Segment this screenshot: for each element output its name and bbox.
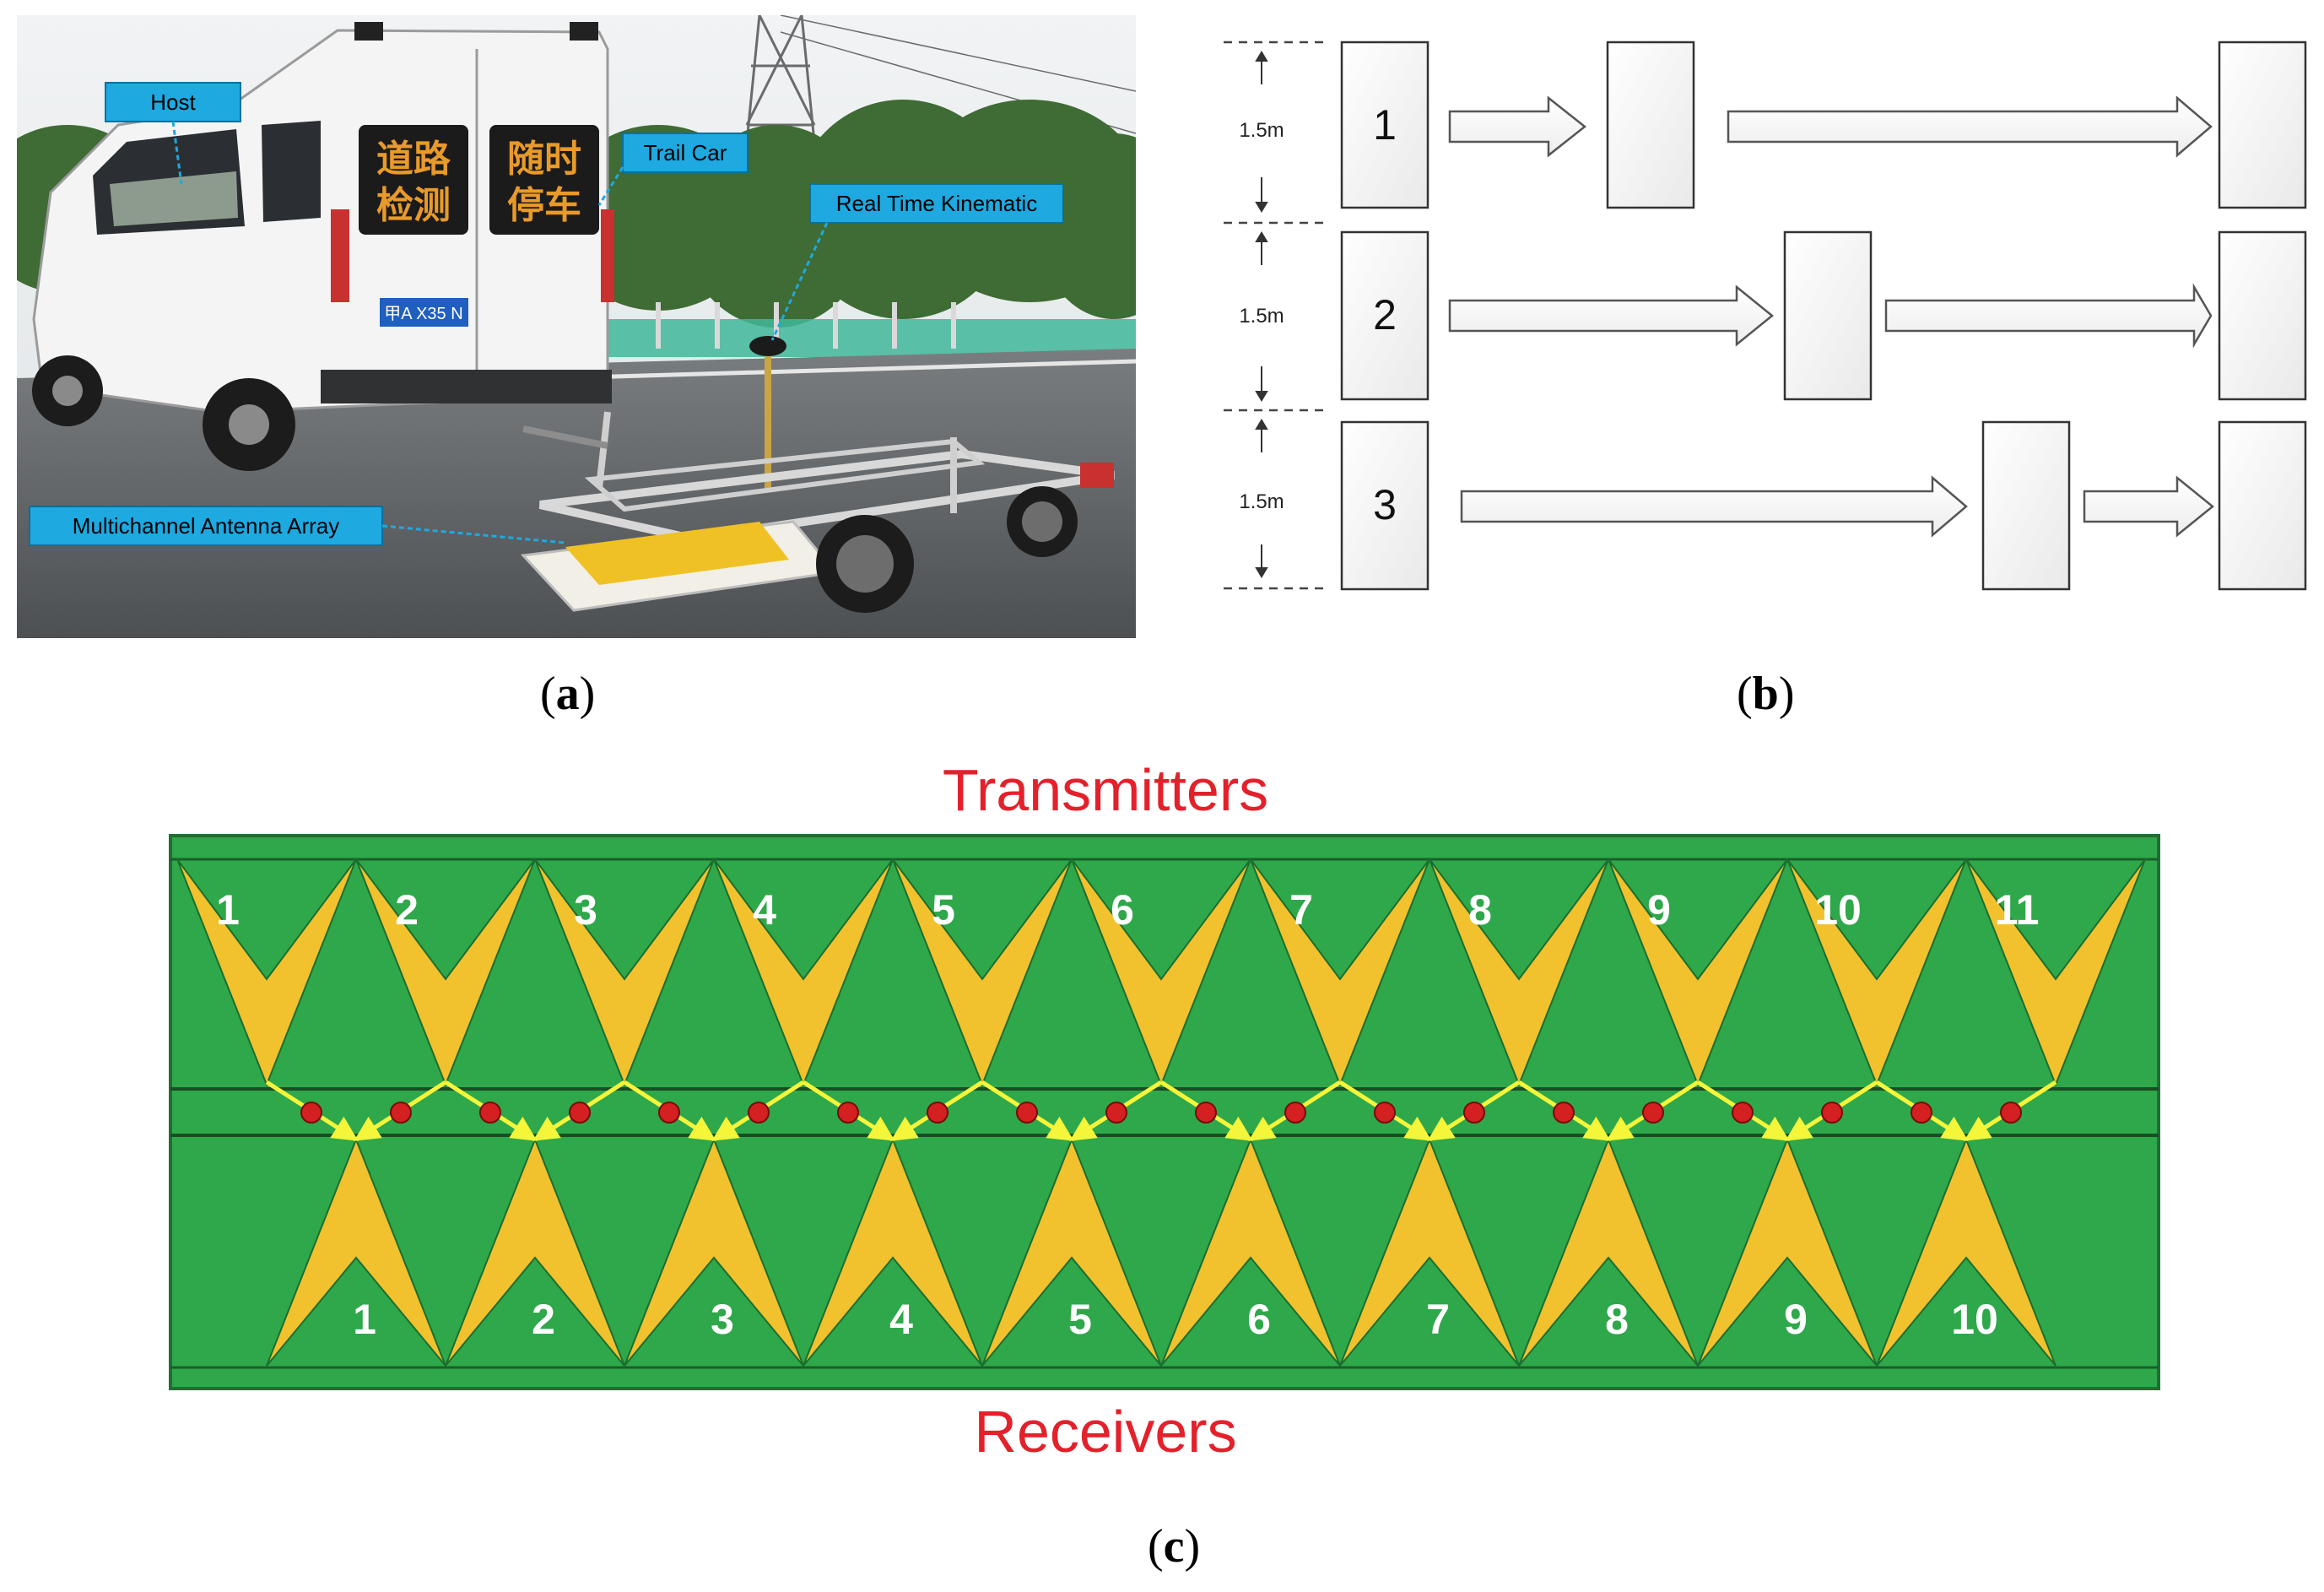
midpoint-node — [2000, 1102, 2022, 1124]
midpoint-node — [837, 1102, 859, 1124]
midpoint-node — [300, 1102, 322, 1124]
row-3-number: 3 — [1373, 481, 1397, 528]
van: 道路 检测 随时 停车 甲A X35 N — [32, 22, 614, 471]
midpoint-node — [1821, 1102, 1843, 1124]
row-3-mid-box — [1981, 420, 2071, 591]
midpoint-node — [479, 1102, 501, 1124]
row-2-end-box — [2218, 230, 2307, 401]
callout-host: Host — [105, 82, 241, 185]
transmitter-label: 8 — [1468, 886, 1492, 934]
panel-a-photo: 道路 检测 随时 停车 甲A X35 N — [17, 15, 1136, 638]
van-sign-left — [359, 125, 468, 235]
midpoint-node — [1195, 1102, 1217, 1124]
receiver-label: 9 — [1784, 1296, 1808, 1343]
signal-paths — [265, 1080, 2057, 1142]
row-1-number: 1 — [1373, 101, 1397, 149]
callout-trail-car: Trail Car — [597, 133, 749, 206]
sign-text: 停车 — [507, 185, 581, 226]
callout-antenna-label: Multichannel Antenna Array — [73, 513, 340, 539]
lane-scan-diagram: 1.5m 1.5m 1.5m 1 2 3 — [1224, 41, 2307, 591]
receiver-label: 10 — [1951, 1296, 1998, 1343]
receivers-title: Receivers — [974, 1399, 1236, 1465]
panel-b-diagram: 1.5m 1.5m 1.5m 1 2 3 — [1215, 25, 2312, 616]
midpoint-node — [1374, 1102, 1396, 1124]
transmitter-label: 1 — [216, 886, 240, 934]
callout-rtk-label: Real Time Kinematic — [836, 191, 1037, 216]
panel-c-label: (c) — [1148, 1520, 1201, 1573]
power-tower — [741, 15, 1136, 185]
sign-text: 道路 — [376, 138, 451, 180]
row-2-number: 2 — [1373, 291, 1397, 338]
transmitter-label: 5 — [932, 886, 955, 934]
license-plate — [380, 298, 468, 327]
survey-vehicle-photo: 道路 检测 随时 停车 甲A X35 N — [17, 15, 1136, 638]
row-3-end-box — [2218, 420, 2307, 591]
transmitter-label: 4 — [753, 886, 776, 934]
transmitter-antenna — [1965, 858, 2146, 1087]
receiver-label: 1 — [353, 1296, 376, 1343]
midpoint-node — [658, 1102, 680, 1124]
van-sign-right — [489, 125, 599, 235]
lane-boxes — [1340, 41, 2307, 591]
row-1-spacing: 1.5m — [1239, 119, 1284, 142]
receiver-label: 6 — [1247, 1296, 1271, 1343]
midpoint-node — [927, 1102, 949, 1124]
panel-b-label: (b) — [1737, 668, 1795, 720]
transmitter-label: 11 — [1995, 886, 2040, 934]
sign-text: 随时 — [507, 138, 581, 180]
transmitter-label: 7 — [1289, 886, 1313, 934]
midpoint-node — [569, 1102, 591, 1124]
transmitter-label: 6 — [1111, 886, 1134, 934]
rtk-antenna — [749, 336, 786, 488]
transmitter-label: 10 — [1814, 886, 1862, 934]
midpoint-node — [1016, 1102, 1038, 1124]
callout-antenna: Multichannel Antenna Array — [29, 506, 566, 546]
license-plate-text: 甲A X35 N — [384, 305, 462, 323]
panel-a-label: (a) — [540, 668, 596, 720]
receiver-label: 2 — [532, 1296, 555, 1343]
receiver-antenna — [1876, 1137, 2056, 1367]
receiver-label: 3 — [711, 1296, 734, 1343]
row-3-spacing: 1.5m — [1239, 490, 1284, 513]
receiver-label: 8 — [1605, 1296, 1629, 1343]
midpoint-node — [1284, 1102, 1306, 1124]
callout-host-label: Host — [150, 89, 196, 115]
sign-text: 检测 — [376, 185, 451, 226]
row-1-end-box — [2218, 41, 2307, 209]
receiver-label: 5 — [1068, 1296, 1092, 1343]
midpoint-node — [1642, 1102, 1664, 1124]
antenna-trailer — [520, 411, 1115, 613]
callout-trail-car-label: Trail Car — [644, 140, 727, 165]
midpoint-node — [390, 1102, 412, 1124]
row-1-mid-box — [1606, 41, 1695, 209]
motion-arrows — [1448, 95, 2214, 538]
transmitter-label: 2 — [395, 886, 419, 934]
transmitters-title: Transmitters — [943, 757, 1268, 823]
spacing-arrows — [1255, 51, 1268, 578]
transmitter-antennas: 1 2 3 4 5 6 7 8 9 10 11 — [176, 858, 2146, 1087]
midpoint-node — [1105, 1102, 1127, 1124]
transmitter-label: 3 — [574, 886, 597, 934]
transmitter-label: 9 — [1647, 886, 1671, 934]
receiver-label: 7 — [1426, 1296, 1450, 1343]
receiver-antennas: 1 2 3 4 5 6 7 8 9 10 — [266, 1137, 2056, 1367]
row-2-start-box — [1340, 230, 1430, 401]
row-2-spacing: 1.5m — [1239, 305, 1284, 328]
row-1-start-box — [1340, 41, 1430, 209]
row-3-start-box — [1340, 420, 1430, 591]
midpoint-node — [1732, 1102, 1754, 1124]
midpoint-node — [1553, 1102, 1575, 1124]
row-2-mid-box — [1783, 230, 1873, 401]
midpoint-node — [1463, 1102, 1485, 1124]
midpoint-node — [1911, 1102, 1932, 1124]
callout-rtk: Real Time Kinematic — [770, 183, 1064, 341]
receiver-label: 4 — [889, 1296, 913, 1343]
midpoint-node — [748, 1102, 770, 1124]
